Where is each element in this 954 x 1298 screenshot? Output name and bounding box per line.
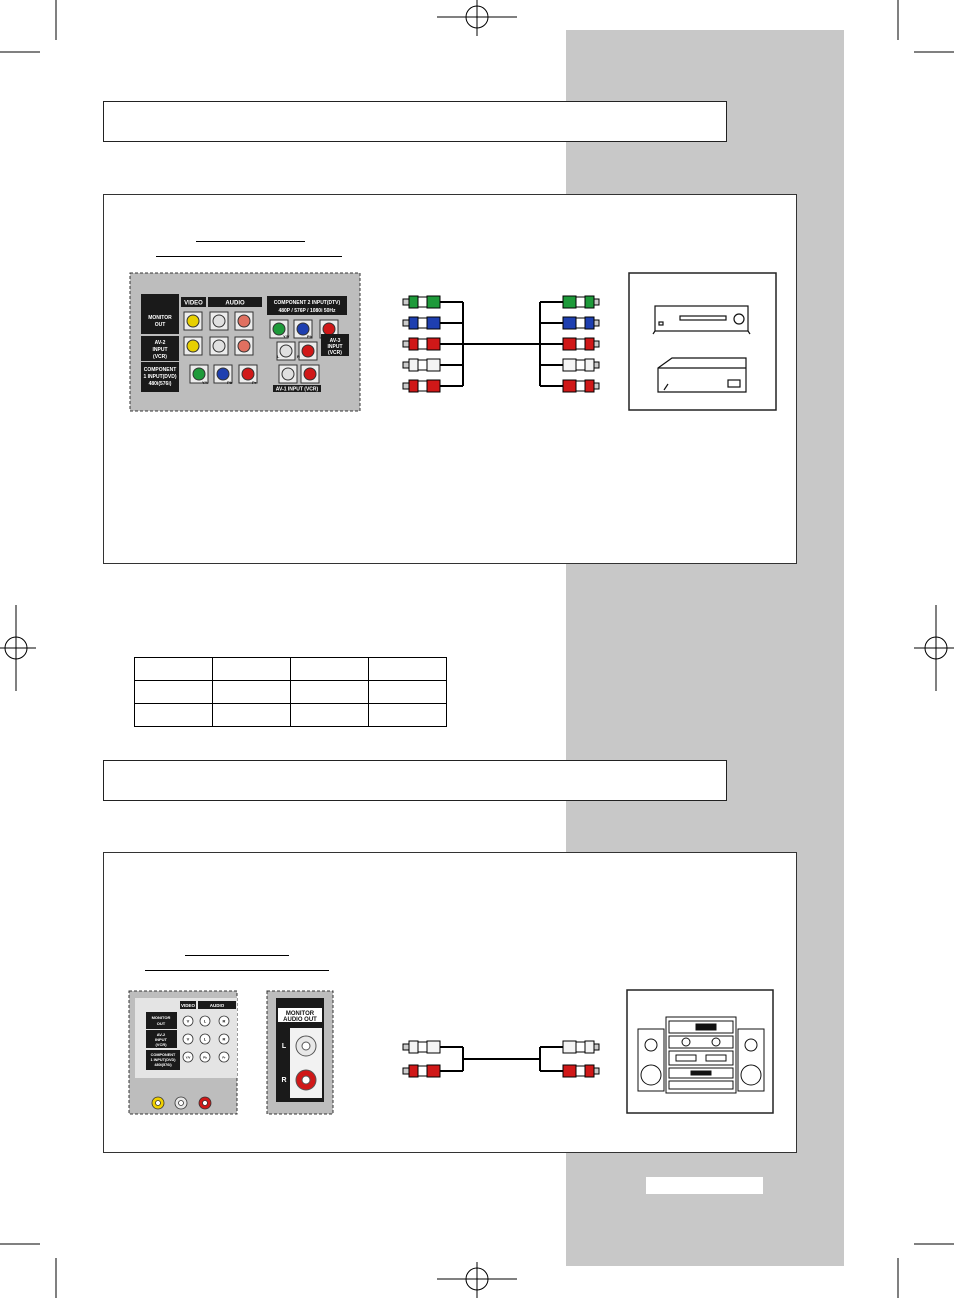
underline xyxy=(156,256,342,257)
svg-text:480i(576i): 480i(576i) xyxy=(154,1063,172,1067)
tv-rear-panel-1: VIDEO AUDIO COMPONENT 2 INPUT(DTV) 480P … xyxy=(129,272,361,412)
svg-text:(VCR): (VCR) xyxy=(155,1042,167,1047)
table-row xyxy=(134,703,447,727)
section-header-1 xyxy=(103,101,727,142)
monitor-audio-out-label: AUDIO OUT xyxy=(283,1017,317,1023)
svg-text:Pb: Pb xyxy=(307,334,313,339)
table-row xyxy=(134,657,447,681)
svg-text:Pr: Pr xyxy=(252,380,257,385)
svg-text:Pr: Pr xyxy=(222,1056,226,1060)
svg-text:MONITOR: MONITOR xyxy=(152,1015,171,1020)
av3-label: AV-3 xyxy=(330,338,341,344)
av2-label: (VCR) xyxy=(153,354,167,360)
section-header-2 xyxy=(103,760,727,801)
stereo-system-frame xyxy=(626,989,774,1114)
video-header: VIDEO xyxy=(181,1003,196,1008)
svg-text:R: R xyxy=(223,1019,226,1024)
registration-mark-icon xyxy=(914,605,954,691)
svg-text:V: V xyxy=(187,1037,190,1042)
spec-table xyxy=(134,657,447,727)
svg-text:Pr: Pr xyxy=(333,334,338,339)
component-cable-diagram xyxy=(402,295,600,393)
source-devices-frame xyxy=(628,272,777,411)
page-number-box xyxy=(646,1177,763,1194)
svg-text:COMPONENT: COMPONENT xyxy=(151,1053,176,1057)
svg-text:R: R xyxy=(297,354,300,359)
underline xyxy=(145,970,329,971)
svg-text:V: V xyxy=(187,1019,190,1024)
svg-text:L: L xyxy=(204,1037,207,1042)
svg-text:Pb: Pb xyxy=(203,1056,207,1060)
left-channel-label: L xyxy=(282,1043,287,1050)
right-channel-label: R xyxy=(281,1077,286,1084)
component2-modes: 480P / 576P / 1080i 50Hz xyxy=(278,308,336,314)
svg-text:L: L xyxy=(277,354,280,359)
svg-text:Y/V: Y/V xyxy=(186,1056,191,1060)
set-top-box-icon xyxy=(657,357,747,393)
registration-mark-icon xyxy=(0,605,36,691)
svg-text:AV-2: AV-2 xyxy=(157,1032,166,1037)
svg-text:Y/V: Y/V xyxy=(283,334,290,339)
underline xyxy=(196,241,305,242)
audio-header: AUDIO xyxy=(225,301,245,307)
component1-label: COMPONENT xyxy=(144,367,177,373)
monitor-audio-out-label: MONITOR xyxy=(286,1011,315,1017)
component1-label: 480i(576i) xyxy=(149,381,172,387)
svg-text:1 INPUT(DVD): 1 INPUT(DVD) xyxy=(150,1058,176,1062)
monitor-audio-out-panel: MONITOR AUDIO OUT L R xyxy=(266,990,334,1115)
av3-label: (VCR) xyxy=(328,350,342,356)
audio-header: AUDIO xyxy=(210,1003,225,1008)
component1-label: 1 INPUT(DVD) xyxy=(143,374,176,380)
registration-mark-icon xyxy=(437,1262,517,1298)
video-header: VIDEO xyxy=(184,301,203,307)
svg-text:R: R xyxy=(223,1037,226,1042)
stereo-system-icon xyxy=(637,1016,765,1094)
monitor-out-label: MONITOR xyxy=(148,315,172,321)
svg-text:INPUT: INPUT xyxy=(155,1037,168,1042)
table-row xyxy=(134,680,447,704)
rca-cable-icon xyxy=(402,1040,600,1078)
tv-rear-panel-2: VIDEO AUDIO MONITOR OUT AV-2 INPUT (VCR)… xyxy=(128,990,238,1115)
dvd-player-icon xyxy=(652,305,751,335)
svg-text:Pb: Pb xyxy=(227,380,233,385)
av2-label: INPUT xyxy=(153,347,168,353)
svg-text:OUT: OUT xyxy=(157,1021,166,1026)
monitor-out-label: OUT xyxy=(155,322,166,328)
av1-label: AV-1 INPUT (VCR) xyxy=(276,387,319,393)
svg-text:L: L xyxy=(204,1019,207,1024)
component2-label: COMPONENT 2 INPUT(DTV) xyxy=(274,300,341,306)
av3-label: INPUT xyxy=(328,344,343,350)
underline xyxy=(185,955,289,956)
av2-label: AV-2 xyxy=(155,340,166,346)
registration-mark-icon xyxy=(437,0,517,36)
svg-text:Y/V: Y/V xyxy=(202,380,209,385)
